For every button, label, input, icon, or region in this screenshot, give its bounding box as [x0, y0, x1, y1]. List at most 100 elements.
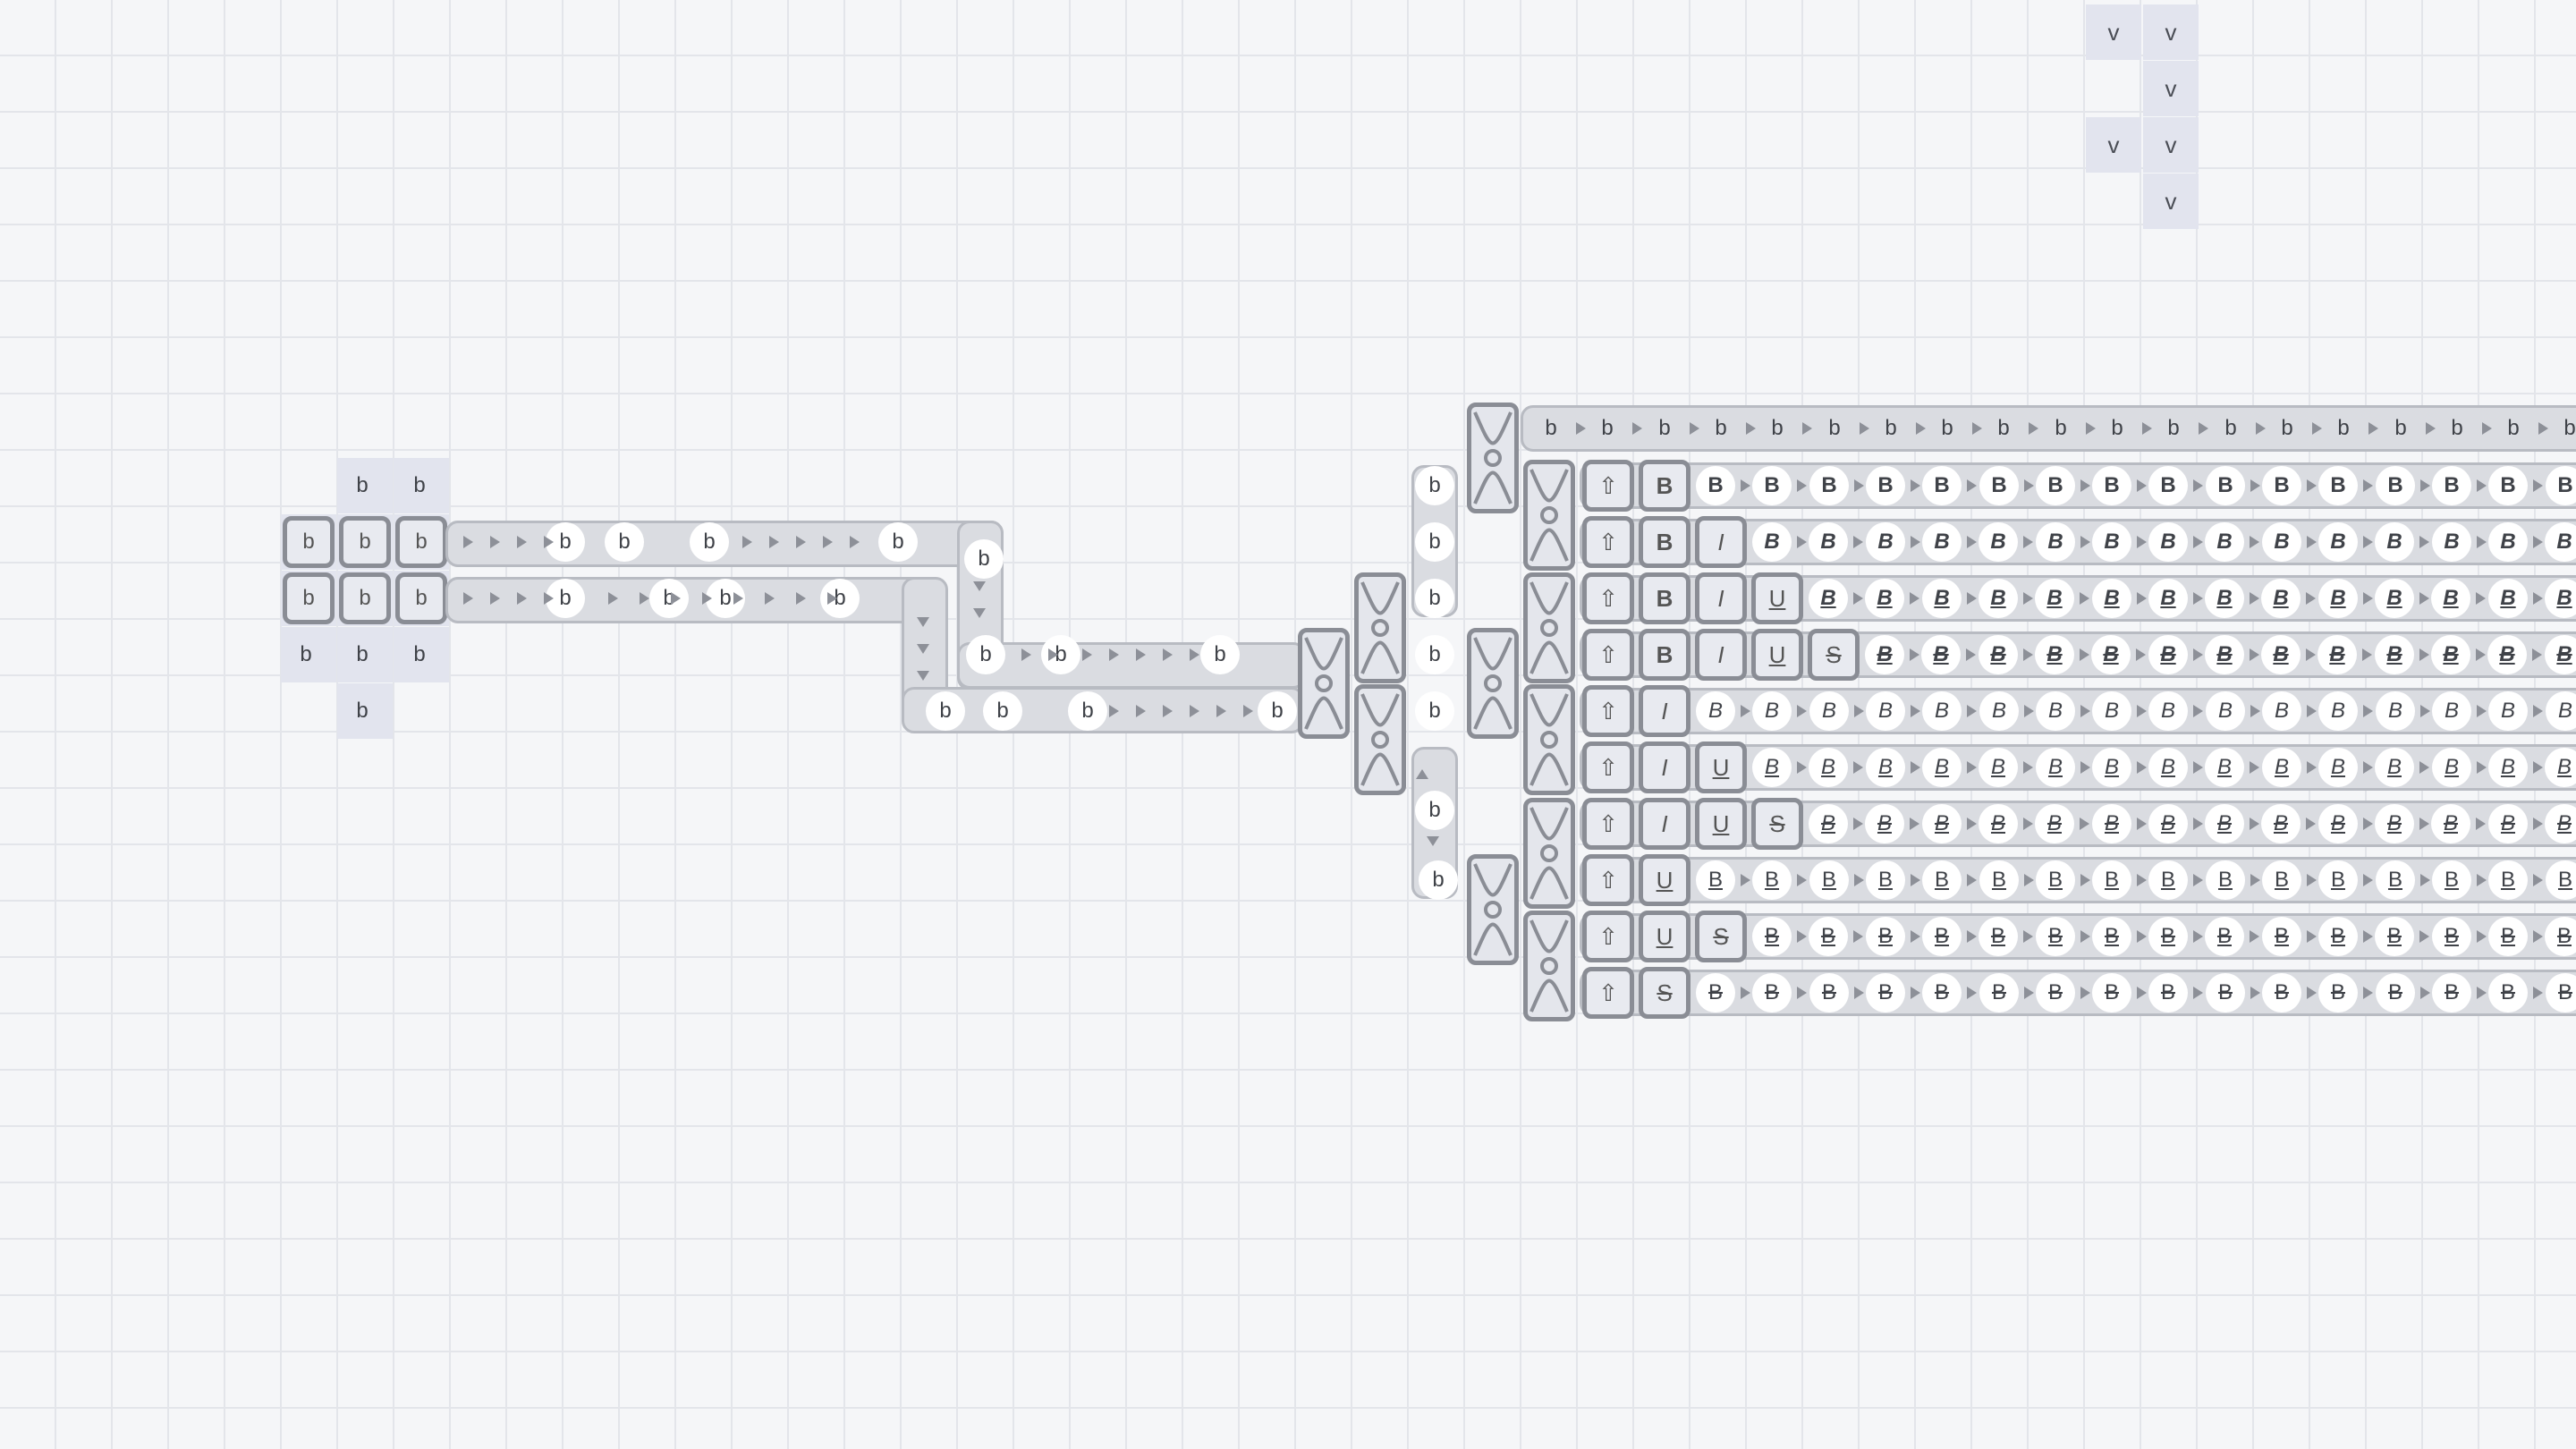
- letter-item: B: [1979, 804, 2018, 843]
- extractor-machine[interactable]: b: [283, 516, 335, 568]
- letter-item: B: [2036, 466, 2075, 505]
- shift-machine[interactable]: ⇧: [1582, 854, 1634, 906]
- letter-item: b: [1068, 691, 1107, 731]
- extractor-machine[interactable]: b: [395, 516, 447, 568]
- underline-machine[interactable]: U: [1639, 911, 1690, 962]
- belt-arrow-icon: [517, 592, 527, 605]
- splitter-icon[interactable]: [1467, 854, 1519, 965]
- strike-machine[interactable]: S: [1695, 911, 1747, 962]
- belt-arrow-icon: [2419, 761, 2429, 774]
- extractor-machine[interactable]: b: [339, 516, 391, 568]
- letter-item: B: [1809, 973, 1849, 1013]
- shift-machine[interactable]: ⇧: [1582, 516, 1634, 568]
- letter-item: b: [356, 642, 369, 666]
- letter-item: B: [1809, 860, 1849, 900]
- belt-arrow-icon: [1967, 705, 1977, 717]
- underline-machine[interactable]: U: [1695, 798, 1747, 850]
- belt-arrow-icon: [2250, 874, 2260, 886]
- splitter-icon[interactable]: [1523, 798, 1575, 909]
- belt-arrow-icon: [1021, 648, 1031, 661]
- belt-arrow-icon: [2137, 818, 2147, 830]
- bold-machine[interactable]: B: [1639, 629, 1690, 681]
- splitter-icon[interactable]: [1298, 628, 1350, 739]
- italic-machine[interactable]: I: [1639, 685, 1690, 737]
- belt-arrow-icon: [1853, 592, 1863, 605]
- letter-item: B: [2488, 748, 2528, 787]
- strike-machine[interactable]: S: [1639, 967, 1690, 1019]
- strike-machine[interactable]: S: [1808, 629, 1860, 681]
- letter-item: B: [2148, 579, 2188, 618]
- letter-item: B: [1979, 466, 2019, 505]
- letter-item: B: [2262, 691, 2301, 731]
- conveyor-belt[interactable]: [445, 577, 946, 623]
- letter-item: B: [2205, 748, 2244, 787]
- belt-arrow-icon: [2023, 761, 2033, 774]
- letter-item: B: [2205, 917, 2244, 956]
- letter-item: B: [2488, 691, 2528, 731]
- belt-arrow-icon: [2193, 818, 2203, 830]
- letter-item: B: [2488, 917, 2528, 956]
- letter-item: B: [1979, 635, 2018, 674]
- bold-machine[interactable]: B: [1639, 460, 1690, 512]
- shift-machine[interactable]: ⇧: [1582, 460, 1634, 512]
- belt-arrow-icon: [1190, 705, 1199, 717]
- bold-machine[interactable]: B: [1639, 572, 1690, 624]
- belt-arrow-icon: [2137, 536, 2147, 548]
- italic-machine[interactable]: I: [1695, 572, 1747, 624]
- underline-machine[interactable]: U: [1695, 741, 1747, 793]
- splitter-icon[interactable]: [1523, 572, 1575, 683]
- splitter-icon[interactable]: [1523, 460, 1575, 571]
- letter-item: B: [2036, 860, 2075, 900]
- letter-item: B: [2092, 466, 2131, 505]
- underline-machine[interactable]: U: [1639, 854, 1690, 906]
- letter-item: B: [2375, 635, 2414, 674]
- extractor-machine[interactable]: b: [339, 572, 391, 624]
- splitter-icon[interactable]: [1354, 684, 1406, 795]
- splitter-icon[interactable]: [1354, 572, 1406, 683]
- strike-machine[interactable]: S: [1751, 798, 1803, 850]
- letter-item: B: [2376, 973, 2415, 1013]
- italic-machine[interactable]: I: [1695, 516, 1747, 568]
- shift-machine[interactable]: ⇧: [1582, 572, 1634, 624]
- italic-machine[interactable]: I: [1639, 798, 1690, 850]
- splitter-icon[interactable]: [1523, 911, 1575, 1021]
- belt-arrow-icon: [2080, 874, 2090, 886]
- bold-machine[interactable]: B: [1639, 516, 1690, 568]
- splitter-icon[interactable]: [1467, 628, 1519, 739]
- shift-machine[interactable]: ⇧: [1582, 685, 1634, 737]
- belt-arrow-icon: [1853, 818, 1863, 830]
- conveyor-belt[interactable]: [957, 642, 1306, 689]
- splitter-icon[interactable]: [1523, 684, 1575, 795]
- letter-item: B: [2432, 522, 2471, 562]
- extractor-machine[interactable]: b: [395, 572, 447, 624]
- belt-arrow-icon: [1163, 648, 1173, 661]
- letter-item: B: [2262, 522, 2301, 562]
- shift-machine[interactable]: ⇧: [1582, 741, 1634, 793]
- shift-machine[interactable]: ⇧: [1582, 629, 1634, 681]
- letter-item: b: [820, 579, 860, 618]
- letter-item: b: [1419, 860, 1458, 900]
- splitter-icon[interactable]: [1467, 402, 1519, 513]
- shift-machine[interactable]: ⇧: [1582, 911, 1634, 962]
- belt-arrow-icon: [1854, 987, 1864, 999]
- belt-arrow-icon: [2538, 422, 2548, 435]
- underline-machine[interactable]: U: [1751, 572, 1803, 624]
- extractor-machine[interactable]: b: [283, 572, 335, 624]
- italic-machine[interactable]: I: [1639, 741, 1690, 793]
- letter-item: B: [1866, 691, 1905, 731]
- letter-item: B: [1979, 522, 2018, 562]
- italic-machine[interactable]: I: [1695, 629, 1747, 681]
- letter-item: b: [1828, 416, 1841, 440]
- belt-arrow-icon: [2193, 930, 2203, 943]
- letter-item: B: [1979, 748, 2018, 787]
- shift-machine[interactable]: ⇧: [1582, 967, 1634, 1019]
- shift-machine[interactable]: ⇧: [1582, 798, 1634, 850]
- belt-arrow-icon: [2363, 874, 2373, 886]
- belt-arrow-icon: [1136, 705, 1146, 717]
- legend-tile: v: [2086, 4, 2141, 60]
- underline-machine[interactable]: U: [1751, 629, 1803, 681]
- belt-arrow-icon: [1690, 422, 1699, 435]
- letter-item: B: [2376, 466, 2415, 505]
- letter-item: b: [2055, 416, 2067, 440]
